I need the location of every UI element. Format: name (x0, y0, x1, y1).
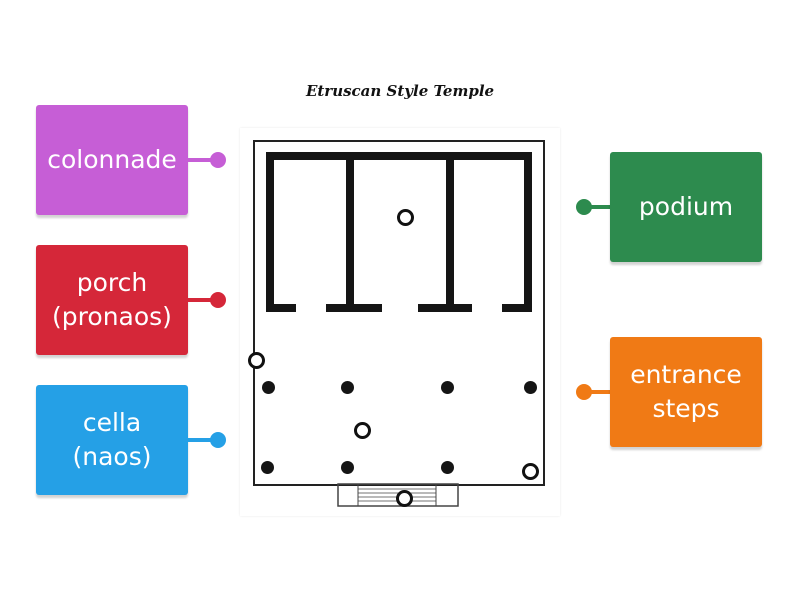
connector-dot-porch[interactable] (210, 292, 226, 308)
label-entrance-steps[interactable]: entrance steps (610, 337, 762, 447)
cella-walls (266, 152, 532, 312)
label-porch-line2: (pronaos) (52, 302, 172, 331)
diagram-title: Etruscan Style Temple (305, 82, 495, 100)
hotspot-porch-left[interactable] (248, 352, 265, 369)
column-1 (262, 381, 275, 394)
connector-podium (588, 205, 612, 209)
label-cella[interactable]: cella (naos) (36, 385, 188, 495)
column-5 (261, 461, 274, 474)
column-3 (441, 381, 454, 394)
label-porch[interactable]: porch (pronaos) (36, 245, 188, 355)
label-steps-line1: entrance (630, 360, 742, 389)
label-steps-line2: steps (652, 394, 720, 423)
connector-dot-podium[interactable] (576, 199, 592, 215)
hotspot-steps[interactable] (396, 490, 413, 507)
connector-dot-colonnade[interactable] (210, 152, 226, 168)
column-2 (341, 381, 354, 394)
column-6 (341, 461, 354, 474)
temple-floor-plan (240, 128, 560, 516)
connector-porch (188, 298, 214, 302)
connector-colonnade (188, 158, 214, 162)
label-podium[interactable]: podium (610, 152, 762, 262)
column-4 (524, 381, 537, 394)
label-cella-line1: cella (82, 408, 142, 437)
connector-dot-cella[interactable] (210, 432, 226, 448)
column-7 (441, 461, 454, 474)
connector-cella (188, 438, 214, 442)
podium-outline (253, 140, 545, 486)
connector-entrance-steps (588, 390, 612, 394)
hotspot-podium[interactable] (522, 463, 539, 480)
label-porch-line1: porch (76, 268, 148, 297)
hotspot-cella[interactable] (397, 209, 414, 226)
label-colonnade[interactable]: colonnade (36, 105, 188, 215)
hotspot-porch-center[interactable] (354, 422, 371, 439)
connector-dot-entrance-steps[interactable] (576, 384, 592, 400)
label-cella-line2: (naos) (72, 442, 152, 471)
floor-plan-drawing (253, 140, 545, 507)
